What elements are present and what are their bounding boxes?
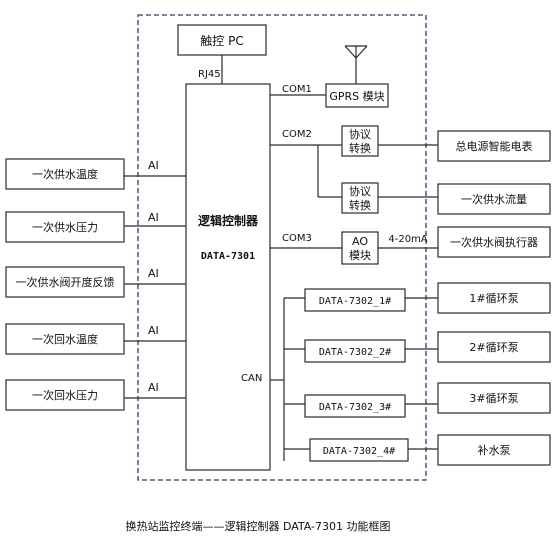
flow-label: 一次供水流量 (461, 192, 527, 206)
pump-1-label: 1#循环泵 (469, 292, 518, 305)
can-node-3-label: DATA-7302_3# (319, 402, 391, 413)
input-4-label: 一次回水温度 (32, 332, 98, 346)
ao-module-line1: AO (352, 235, 368, 248)
pump-3-label: 3#循环泵 (469, 392, 518, 405)
can-node-4-label: DATA-7302_4# (323, 446, 395, 457)
converter-1-line2: 转换 (349, 141, 371, 155)
ao-module-line2: 模块 (349, 249, 371, 262)
flow-box (437, 183, 551, 215)
protocol-converter-1 (341, 125, 379, 157)
valve-actuator-box (437, 226, 551, 258)
figure-caption: 换热站监控终端——逻辑控制器 DATA-7301 功能框图 (125, 519, 390, 533)
input-2: 一次供水压力 AI (5, 211, 186, 243)
input-3: 一次供水阀开度反馈 AI (5, 266, 186, 298)
pump-2-label: 2#循环泵 (469, 341, 518, 354)
pump-3-box (437, 382, 551, 414)
makeup-pump-box (437, 434, 551, 466)
rj45-label: RJ45 (198, 69, 221, 80)
can-label: CAN (241, 373, 262, 384)
can-node-3: DATA-7302_3# (284, 394, 438, 418)
logic-controller-box (185, 83, 271, 471)
pump-1-box (437, 282, 551, 314)
input-2-label: 一次供水压力 (32, 220, 98, 234)
can-node-2: DATA-7302_2# (284, 339, 438, 363)
com1-label: COM1 (282, 84, 312, 95)
antenna-icon (344, 45, 368, 84)
input-5: 一次回水压力 AI (5, 379, 186, 411)
can-node-2-label: DATA-7302_2# (319, 347, 391, 358)
protocol-converter-2 (341, 182, 379, 214)
ai-label-3: AI (148, 267, 159, 280)
can-node-1-label: DATA-7302_1# (319, 296, 391, 307)
input-4: 一次回水温度 AI (5, 323, 186, 355)
input-3-label: 一次供水阀开度反馈 (16, 275, 115, 289)
ai-label-2: AI (148, 211, 159, 224)
meter-label: 总电源智能电表 (456, 139, 533, 153)
ai-label-5: AI (148, 381, 159, 394)
com3-label: COM3 (282, 233, 312, 244)
gprs-module-label: GPRS 模块 (329, 90, 384, 103)
ao-module-box (341, 231, 379, 265)
controller-title: 逻辑控制器 (198, 213, 259, 228)
input-1-label: 一次供水温度 (32, 167, 98, 181)
input-1: 一次供水温度 AI (5, 158, 186, 190)
meter-box (437, 130, 551, 162)
can-node-4: DATA-7302_4# (284, 438, 438, 462)
converter-2-line2: 转换 (349, 198, 371, 212)
ai-label-1: AI (148, 159, 159, 172)
converter-2-line1: 协议 (349, 184, 371, 198)
makeup-pump-label: 补水泵 (478, 444, 511, 457)
valve-actuator-label: 一次供水阀执行器 (450, 235, 538, 249)
input-5-label: 一次回水压力 (32, 388, 98, 402)
com2-label: COM2 (282, 129, 312, 140)
can-node-1: DATA-7302_1# (284, 288, 438, 312)
touch-pc-label: 触控 PC (200, 34, 243, 48)
converter-1-line1: 协议 (349, 127, 371, 141)
ai-label-4: AI (148, 324, 159, 337)
pump-2-box (437, 331, 551, 363)
controller-model: DATA-7301 (201, 251, 255, 262)
signal-label: 4-20mA (388, 234, 427, 245)
